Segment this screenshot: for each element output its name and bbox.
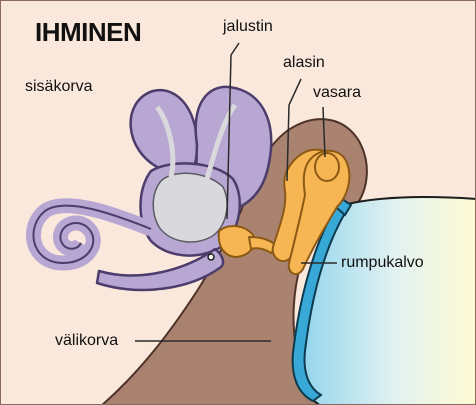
round-window [208,254,214,260]
label-malleus: vasara [313,85,361,101]
label-incus: alasin [283,55,325,71]
title: IHMINEN [35,19,141,45]
label-middle-ear: välikorva [55,333,118,349]
label-stapes: jalustin [223,19,273,35]
label-inner-ear: sisäkorva [25,79,93,95]
label-eardrum: rumpukalvo [341,255,424,271]
